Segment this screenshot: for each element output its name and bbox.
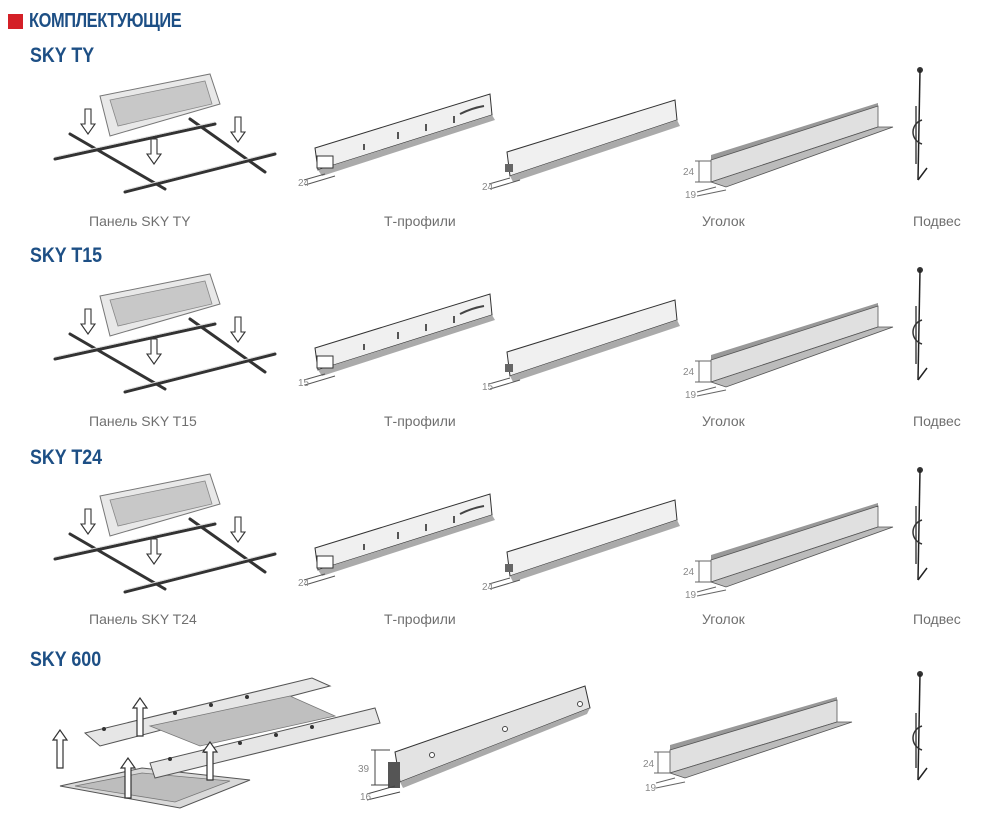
section-title-sky-600: SKY 600 (30, 648, 102, 671)
page-title: КОМПЛЕКТУЮЩИЕ (29, 10, 182, 32)
dim-angle-width: 19 (685, 590, 697, 601)
dim-angle-height: 24 (643, 759, 655, 770)
caption-hanger: Подвес (913, 213, 961, 229)
angle-illustration: 24 19 (683, 103, 894, 201)
hanger-illustration (912, 467, 928, 581)
dim-angle-width: 19 (645, 783, 657, 794)
section-title-sky-ty: SKY TY (30, 44, 95, 67)
dim-angle-width: 19 (685, 390, 697, 401)
dim-angle-height: 24 (683, 367, 695, 378)
panel-grid-illustration (53, 473, 277, 594)
t-profile-main-illustration: 15 (298, 293, 495, 389)
caption-angle: Уголок (702, 413, 745, 429)
dim-profile-main: 24 (298, 178, 310, 189)
page-header: КОМПЛЕКТУЮЩИЕ (8, 10, 215, 33)
caption-profiles: Т-профили (384, 413, 456, 429)
hanger-illustration (912, 67, 928, 181)
caption-panel: Панель SKY T24 (89, 611, 197, 627)
panel-grid-illustration (53, 73, 277, 194)
section-title-sky-t24: SKY T24 (30, 446, 103, 469)
dim-angle-height: 24 (683, 167, 695, 178)
sky600-assembly-illustration (51, 677, 381, 809)
sky600-rail-illustration: 39 16 (358, 685, 591, 803)
panel-grid-illustration (53, 273, 277, 394)
t-profile-cross-illustration: 24 (482, 499, 680, 593)
caption-angle: Уголок (702, 213, 745, 229)
hanger-illustration (912, 671, 928, 781)
caption-hanger: Подвес (913, 413, 961, 429)
t-profile-main-illustration: 24 (298, 93, 495, 189)
caption-panel: Панель SKY TY (89, 213, 191, 229)
caption-hanger: Подвес (913, 611, 961, 627)
angle-illustration: 24 19 (683, 303, 894, 401)
t-profile-cross-illustration: 15 (482, 299, 680, 393)
hanger-illustration (912, 267, 928, 381)
dim-profile-main: 15 (298, 378, 310, 389)
caption-profiles: Т-профили (384, 213, 456, 229)
section-title-sky-t15: SKY T15 (30, 244, 103, 267)
caption-profiles: Т-профили (384, 611, 456, 627)
dim-angle-width: 19 (685, 190, 697, 201)
angle-illustration: 24 19 (683, 503, 894, 601)
red-square-icon (8, 14, 23, 29)
t-profile-main-illustration: 24 (298, 493, 495, 589)
caption-angle: Уголок (702, 611, 745, 627)
t-profile-cross-illustration: 24 (482, 99, 680, 193)
dim-profile-cross: 24 (482, 182, 494, 193)
sky600-angle-illustration: 24 19 (643, 697, 853, 794)
dim-angle-height: 24 (683, 567, 695, 578)
dim-profile-cross: 15 (482, 382, 494, 393)
dim-profile-main: 24 (298, 578, 310, 589)
caption-panel: Панель SKY T15 (89, 413, 197, 429)
dim-profile-cross: 24 (482, 582, 494, 593)
dim-rail-width: 16 (360, 792, 372, 803)
dim-rail-height: 39 (358, 764, 370, 775)
